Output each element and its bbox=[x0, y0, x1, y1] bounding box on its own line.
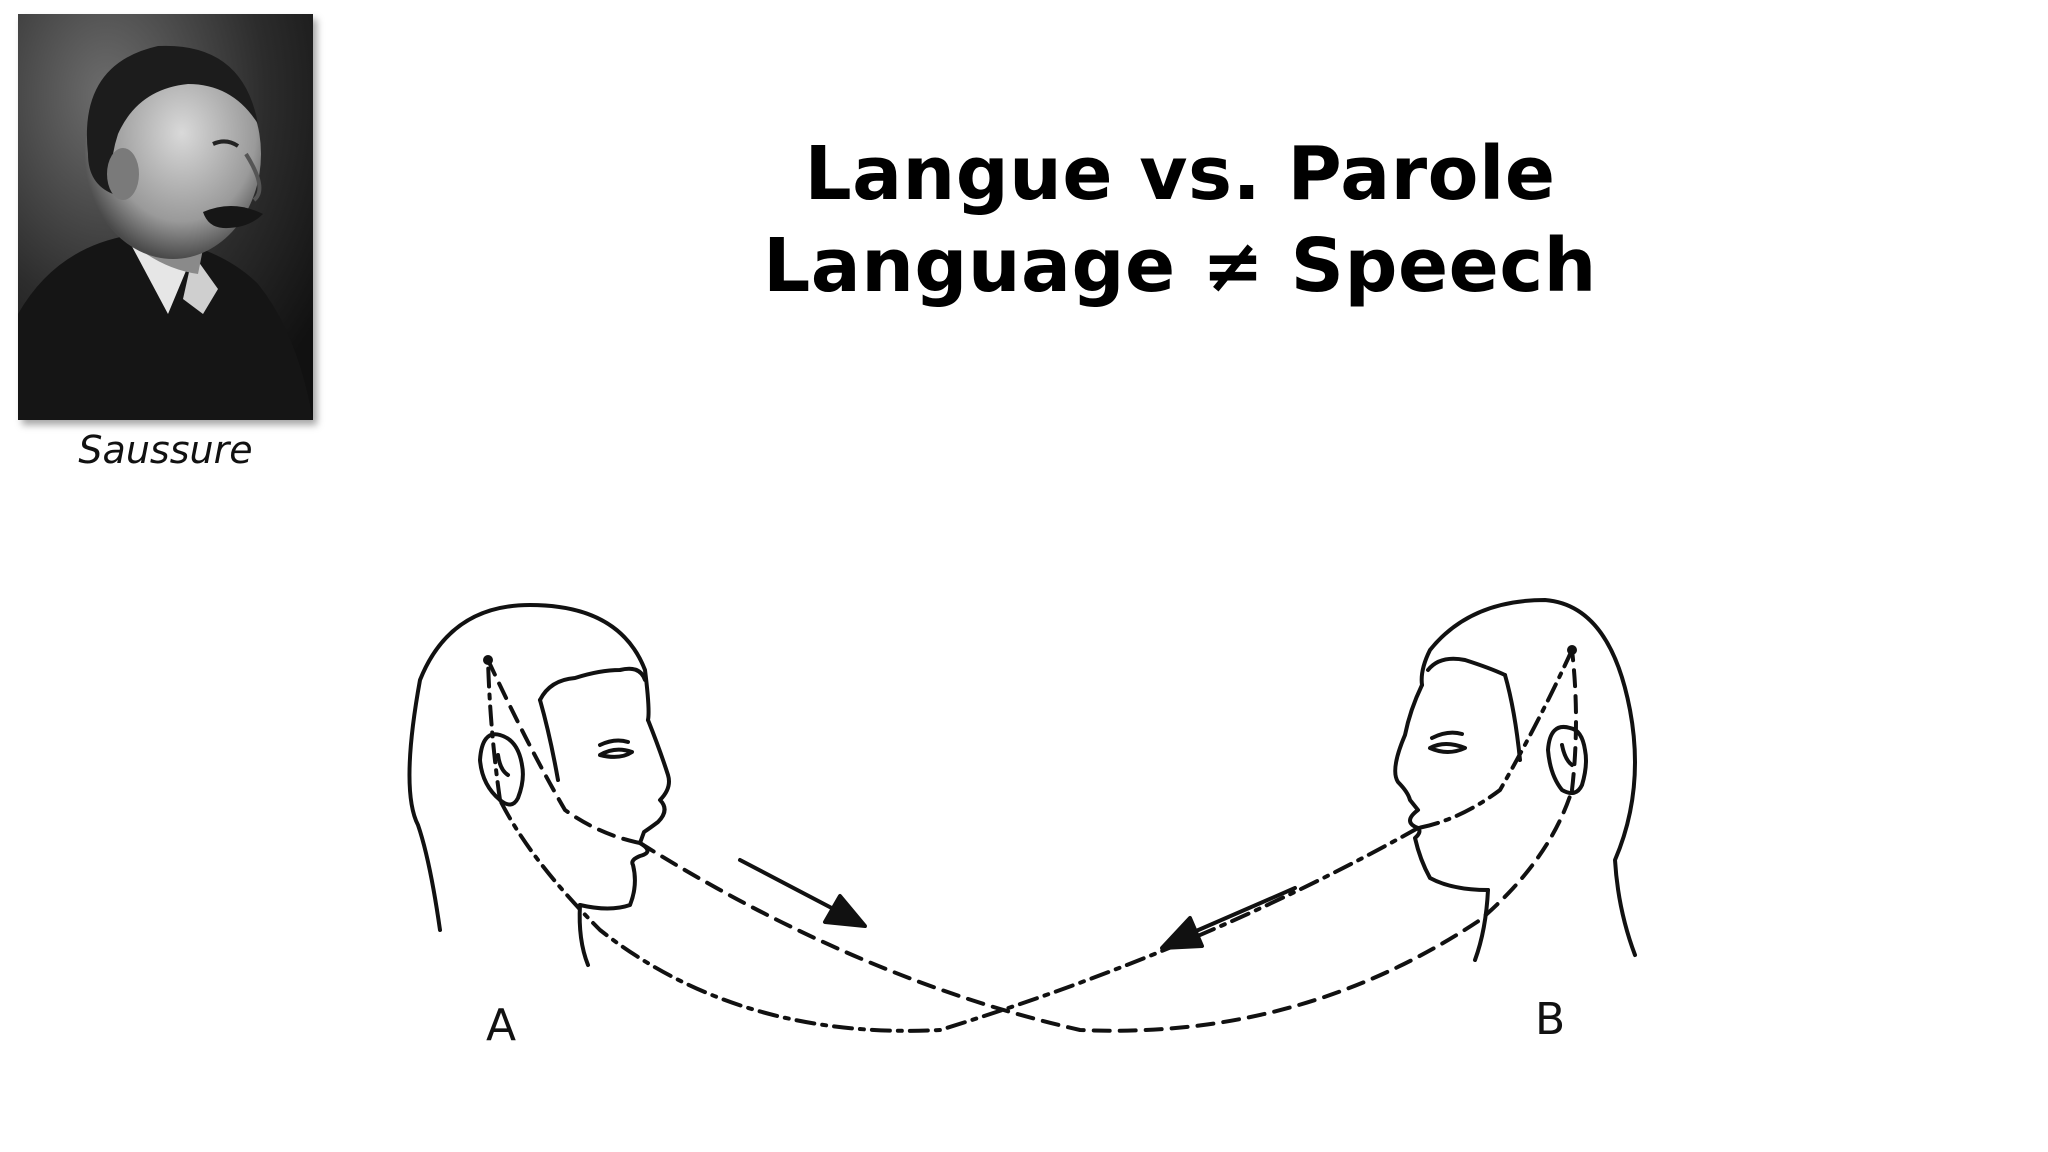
b-brain-to-mouth-dashdot bbox=[1416, 648, 1574, 830]
speaker-b-label: B bbox=[1535, 994, 1566, 1045]
arrow-a-to-b bbox=[738, 858, 867, 928]
head-b-drawing bbox=[1393, 598, 1637, 962]
portrait-caption: Saussure bbox=[78, 428, 253, 472]
speech-circuit-diagram: A B bbox=[300, 560, 1740, 1100]
b-to-a-dashdot-path bbox=[498, 798, 1420, 1033]
slide-title: Langue vs. Parole Language ≠ Speech bbox=[640, 128, 1720, 312]
saussure-portrait bbox=[18, 14, 313, 420]
a-ear-to-brain-dashdot bbox=[486, 658, 502, 802]
portrait-image bbox=[18, 14, 313, 420]
head-a-drawing bbox=[407, 603, 671, 967]
title-line-2: Language ≠ Speech bbox=[763, 223, 1597, 309]
a-brain-to-mouth-dashed bbox=[486, 658, 642, 845]
speaker-a-label: A bbox=[486, 1000, 517, 1051]
b-ear-to-brain-dashed bbox=[1570, 648, 1578, 792]
title-line-1: Langue vs. Parole bbox=[804, 131, 1556, 217]
a-to-b-dashed-path bbox=[638, 788, 1574, 1033]
arrow-b-to-a bbox=[1160, 886, 1297, 950]
